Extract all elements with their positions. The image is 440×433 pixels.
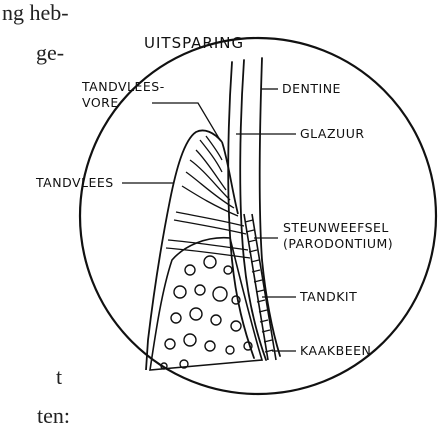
label-tandkit: TANDKIT — [299, 289, 357, 304]
label-dentine: DENTINE — [282, 81, 341, 96]
label-kaakbeen: KAAKBEEN — [300, 343, 371, 358]
diagram-title: UITSPARING — [144, 34, 244, 52]
label-tandvleesvore-2: VORE — [82, 95, 119, 110]
label-tandvlees: TANDVLEES — [35, 175, 114, 190]
label-tandvleesvore: TANDVLEES- — [81, 79, 165, 94]
label-steunweefsel: STEUNWEEFSEL — [283, 220, 389, 235]
label-parodontium: (PARODONTIUM) — [283, 236, 393, 251]
label-glazuur: GLAZUUR — [300, 126, 365, 141]
